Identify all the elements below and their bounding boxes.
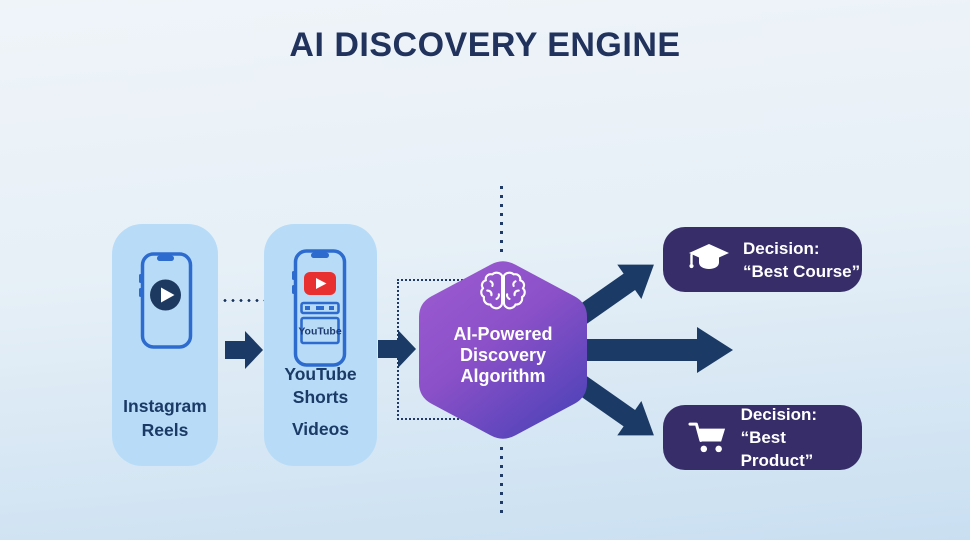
page-title: AI DISCOVERY ENGINE (289, 26, 681, 64)
arrow-down-right-icon (566, 369, 654, 436)
arrow-right-icon (378, 330, 416, 368)
decision-best-course-box: Decision: “Best Course” (663, 227, 862, 292)
hexagon-label-line: Algorithm (460, 366, 546, 386)
hexagon-content: AI-Powered Discovery Algorithm (424, 270, 582, 387)
arrow-right-icon (225, 331, 263, 369)
youtube-shorts-card: YouTube YouTube Shorts Videos (264, 224, 377, 466)
hexagon-label-line: Discovery (459, 345, 547, 365)
decision-label: Decision: (740, 405, 818, 424)
card-label-line: Videos (291, 419, 350, 439)
phone-youtube-text: YouTube (298, 326, 342, 338)
decision-text: Decision: “Best Course” (743, 237, 860, 283)
youtube-label-box (300, 316, 340, 345)
arrow-right-icon (580, 327, 733, 373)
phone-reels-icon (139, 252, 193, 349)
vertical-dotted-line-bottom (500, 447, 503, 513)
card-label-line: Instagram (123, 396, 207, 416)
card-label-line: YouTube (284, 364, 357, 384)
hexagon-label-line: AI-Powered (453, 324, 553, 344)
vertical-dotted-line-top (500, 186, 503, 254)
decision-label: Decision: (743, 238, 820, 258)
graduation-cap-icon (689, 243, 729, 269)
brain-icon (480, 271, 526, 310)
instagram-reels-card: Instagram Reels (112, 224, 218, 466)
card-label-line: Shorts (292, 387, 349, 407)
shopping-cart-icon (688, 422, 726, 452)
decision-value: “Best Product” (740, 428, 814, 470)
phone-shelf-row (300, 301, 340, 315)
horizontal-dotted-line (221, 299, 265, 302)
decision-text: Decision: “Best Product” (741, 403, 862, 472)
arrow-up-right-icon (566, 264, 654, 331)
card-label: YouTube Shorts Videos (264, 363, 377, 441)
decision-best-product-box: Decision: “Best Product” (663, 405, 862, 470)
card-label: Instagram Reels (112, 394, 218, 442)
card-label-line: Reels (141, 420, 189, 440)
phone-youtube-icon: YouTube (292, 249, 347, 367)
decision-value: “Best Course” (743, 261, 861, 281)
